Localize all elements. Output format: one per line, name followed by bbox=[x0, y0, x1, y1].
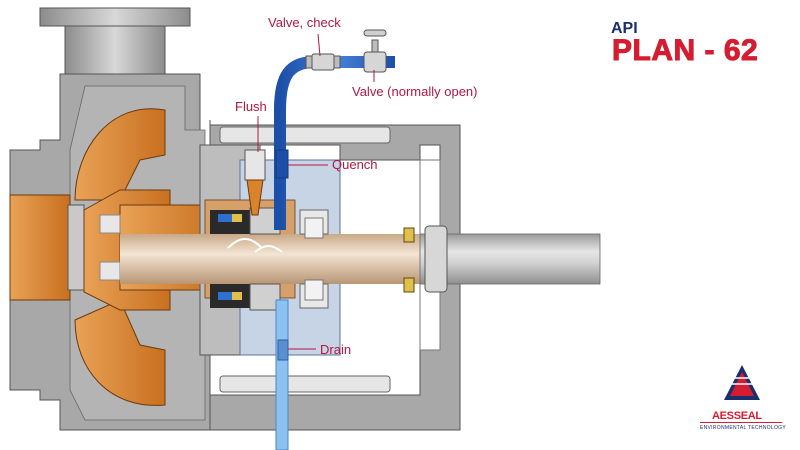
brand-name: AESSEAL bbox=[712, 410, 762, 422]
label-valve-normally-open: Valve (normally open) bbox=[352, 84, 478, 99]
aesseal-logo-icon bbox=[724, 365, 760, 400]
page-title: PLAN - 62 bbox=[611, 34, 759, 68]
brand-divider bbox=[700, 422, 782, 423]
title-prefix: API bbox=[611, 20, 638, 37]
label-drain: Drain bbox=[320, 342, 352, 357]
drain-pipe bbox=[275, 299, 289, 450]
seal-gland-bolts bbox=[304, 217, 324, 301]
flush-port bbox=[244, 149, 266, 216]
label-flush: Flush bbox=[235, 99, 267, 114]
bearing-bracket bbox=[209, 124, 461, 431]
discharge-nozzle bbox=[39, 7, 191, 75]
shaft bbox=[120, 225, 601, 293]
check-valve bbox=[305, 53, 341, 71]
label-valve-check: Valve, check bbox=[268, 15, 341, 30]
brand-tagline: ENVIRONMENTAL TECHNOLOGY bbox=[700, 425, 787, 431]
leader-lines bbox=[257, 33, 375, 350]
label-quench: Quench bbox=[332, 157, 378, 172]
normally-open-valve bbox=[363, 29, 387, 73]
